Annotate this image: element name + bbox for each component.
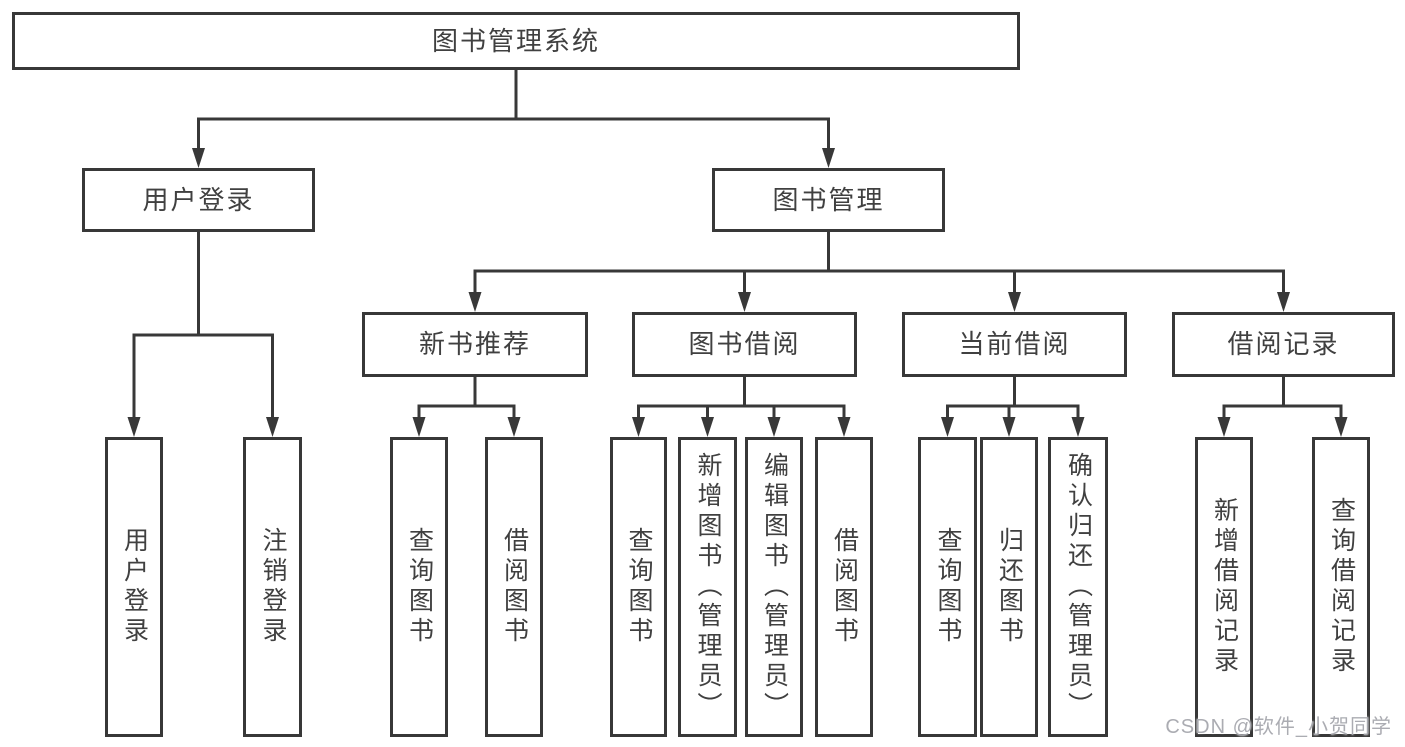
arrow-down-icon [1334, 417, 1348, 437]
arrow-down-icon [1008, 292, 1021, 312]
leaf-logout: 注销登录 [243, 437, 302, 737]
connector-lines [132, 70, 1343, 417]
arrow-down-icon [507, 417, 521, 437]
leaf-return-books: 归还图书 [980, 437, 1038, 737]
leaf-current-query-books: 查询图书 [918, 437, 977, 737]
arrow-down-icon [468, 292, 482, 312]
arrow-down-icon [701, 417, 714, 437]
arrow-down-icon [738, 292, 751, 312]
leaf-edit-books-admin: 编辑图书（管理员） [745, 437, 803, 737]
leaf-borrowing-borrow-books: 借阅图书 [815, 437, 873, 737]
csdn-watermark: CSDN @软件_小贺同学 [1165, 716, 1392, 738]
node-book-management: 图书管理 [712, 168, 945, 232]
leaf-add-borrow-record: 新增借阅记录 [1195, 437, 1253, 737]
node-borrowing-records: 借阅记录 [1172, 312, 1395, 377]
arrow-down-icon [767, 417, 781, 437]
arrow-down-icon [127, 417, 141, 437]
node-new-book-recommend: 新书推荐 [362, 312, 588, 377]
arrow-down-icon [1217, 417, 1231, 437]
arrow-down-icon [837, 417, 851, 437]
node-user-login: 用户登录 [82, 168, 315, 232]
node-current-borrowing: 当前借阅 [902, 312, 1127, 377]
arrow-down-icon [1002, 417, 1016, 437]
arrow-down-icon [632, 417, 645, 437]
leaf-newbook-borrow-books: 借阅图书 [485, 437, 543, 737]
arrow-down-icon [941, 417, 954, 437]
arrow-down-icon [192, 148, 205, 168]
arrow-down-icon [412, 417, 426, 437]
node-book-borrowing: 图书借阅 [632, 312, 857, 377]
leaf-confirm-return-admin: 确认归还（管理员） [1048, 437, 1108, 737]
arrowheads [127, 148, 1348, 437]
leaf-newbook-query-books: 查询图书 [390, 437, 448, 737]
arrow-down-icon [1277, 292, 1290, 312]
leaf-add-books-admin: 新增图书（管理员） [678, 437, 737, 737]
leaf-query-borrow-record: 查询借阅记录 [1312, 437, 1370, 737]
node-library-management-system: 图书管理系统 [12, 12, 1020, 70]
leaf-user-login: 用户登录 [105, 437, 163, 737]
arrow-down-icon [822, 148, 835, 168]
arrow-down-icon [266, 417, 279, 437]
leaf-borrowing-query-books: 查询图书 [610, 437, 667, 737]
arrow-down-icon [1071, 417, 1085, 437]
